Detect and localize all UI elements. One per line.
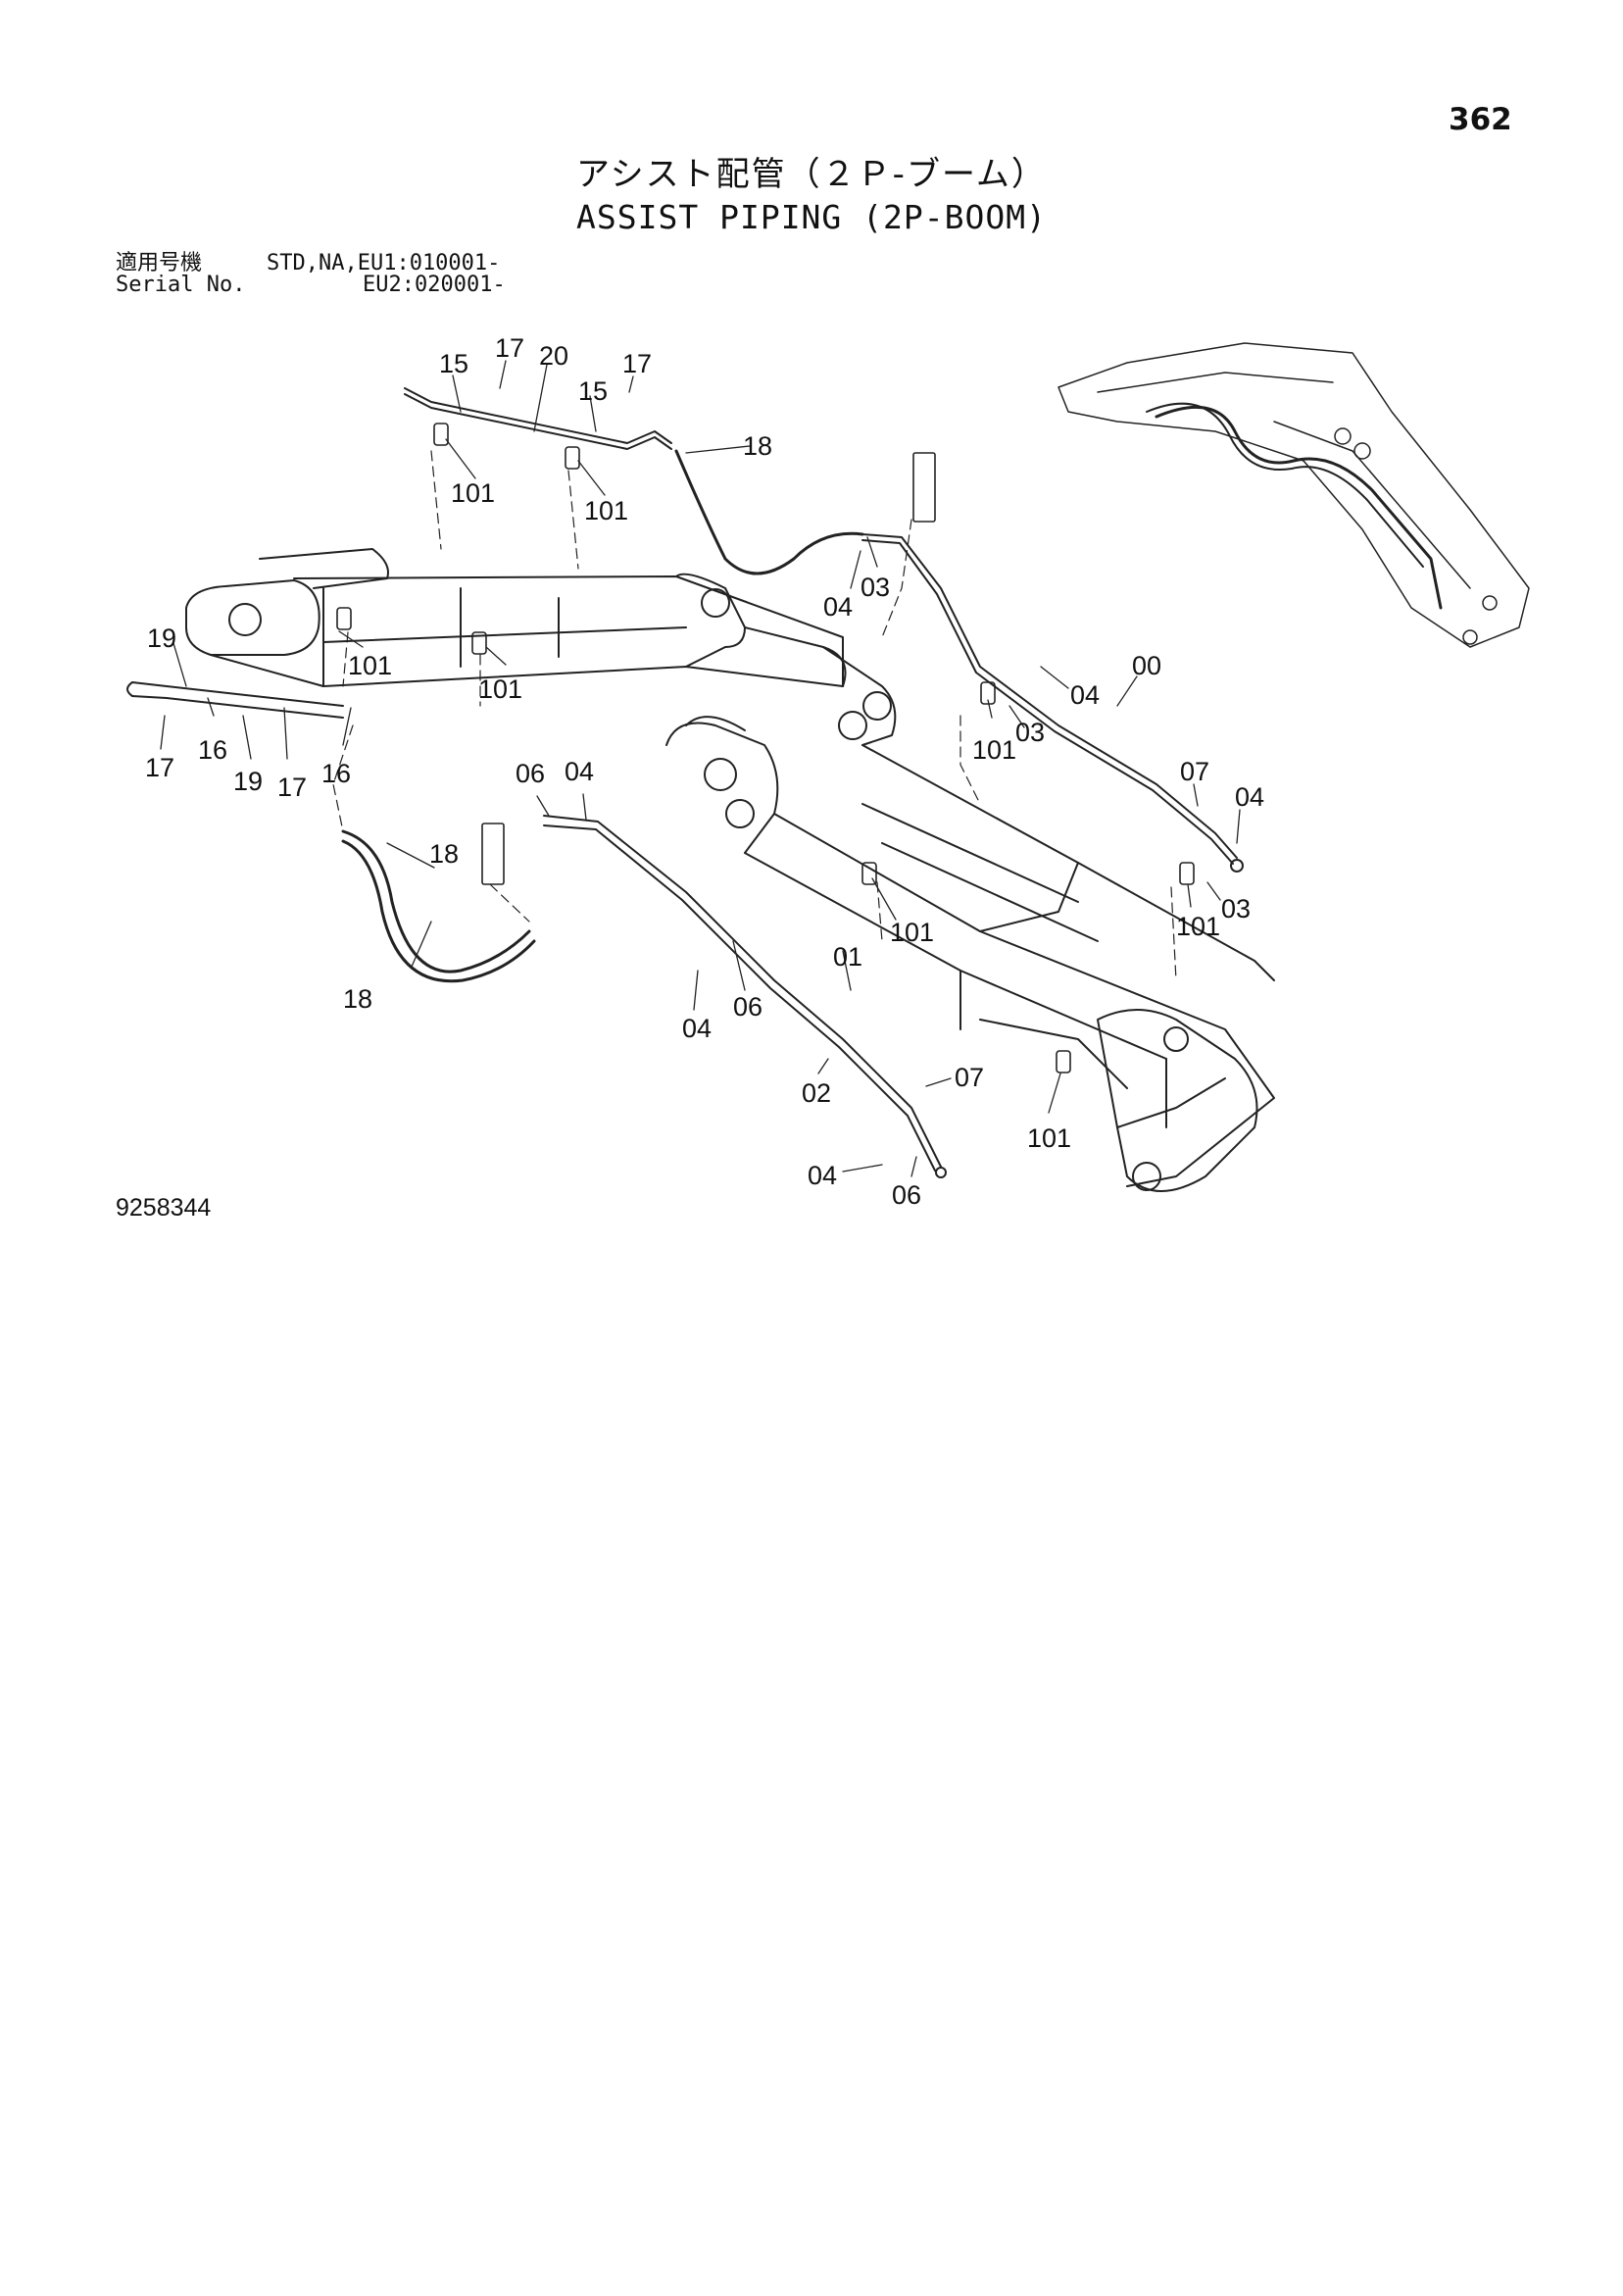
callout-labels: 15 17 20 15 17 18 101 101 04 03 19 101 1… xyxy=(145,333,1264,1210)
hose-18-top xyxy=(674,449,864,575)
callout-label: 16 xyxy=(321,759,351,788)
title-japanese: アシスト配管（２Ｐ-ブーム） xyxy=(576,155,1047,194)
callout-label: 19 xyxy=(233,767,263,796)
callout-label: 06 xyxy=(733,992,762,1022)
callout-label: 17 xyxy=(145,753,174,782)
callout-label: 04 xyxy=(1235,782,1264,812)
callout-label: 101 xyxy=(584,496,628,525)
parts-diagram: 15 17 20 15 17 18 101 101 04 03 19 101 1… xyxy=(126,333,1530,1210)
pipe-20 xyxy=(404,387,672,450)
applicability-line2: EU2:020001- xyxy=(363,273,506,297)
callout-label: 15 xyxy=(578,376,608,406)
callout-label: 02 xyxy=(802,1078,831,1108)
callout-label: 07 xyxy=(955,1063,984,1092)
callout-label: 04 xyxy=(1070,680,1100,710)
applicability-label-jp: 適用号機 xyxy=(116,251,203,275)
brackets xyxy=(336,423,1195,1073)
page-number: 362 xyxy=(1449,102,1512,137)
callout-label: 18 xyxy=(743,431,772,461)
callout-label: 101 xyxy=(451,478,495,508)
callout-label: 03 xyxy=(1221,894,1251,923)
callout-label: 03 xyxy=(1015,718,1045,747)
callout-label: 04 xyxy=(823,592,853,622)
hoses-18-lower xyxy=(341,829,536,983)
boom-overview-inset xyxy=(1057,342,1530,648)
callout-label: 17 xyxy=(495,333,524,363)
boom-structure xyxy=(185,548,1275,1192)
applicability-line1: STD,NA,EU1:010001- xyxy=(267,251,501,275)
callout-label: 04 xyxy=(682,1014,712,1043)
callout-label: 101 xyxy=(478,674,522,704)
callout-label: 07 xyxy=(1180,757,1209,786)
callout-label: 18 xyxy=(429,839,459,869)
callout-label: 19 xyxy=(147,624,176,653)
callout-label: 101 xyxy=(890,918,934,947)
callout-label: 15 xyxy=(439,349,468,378)
callout-label: 17 xyxy=(622,349,652,378)
callout-label: 101 xyxy=(972,735,1016,765)
callout-label: 20 xyxy=(539,341,568,371)
callout-label: 03 xyxy=(861,573,890,602)
title-english: ASSIST PIPING (2P-BOOM) xyxy=(576,198,1047,236)
callout-label: 01 xyxy=(833,942,862,972)
callout-label: 00 xyxy=(1132,651,1161,680)
mounting-leaders xyxy=(332,450,1177,981)
callout-label: 18 xyxy=(343,984,372,1014)
callout-label: 101 xyxy=(1176,912,1220,941)
callout-leaders xyxy=(160,360,1241,1177)
figure-number: 9258344 xyxy=(116,1194,212,1222)
pipes-01-02 xyxy=(543,815,947,1178)
callout-label: 16 xyxy=(198,735,227,765)
callout-label: 101 xyxy=(348,651,392,680)
callout-label: 04 xyxy=(808,1161,837,1190)
callout-label: 04 xyxy=(565,757,594,786)
pipe-00 xyxy=(861,533,1244,873)
callout-label: 06 xyxy=(516,759,545,788)
callout-label: 101 xyxy=(1027,1123,1071,1153)
callout-label: 17 xyxy=(277,773,307,802)
callout-label: 06 xyxy=(892,1180,921,1210)
pipes-19 xyxy=(126,681,344,719)
applicability-label-en: Serial No. xyxy=(116,273,246,297)
